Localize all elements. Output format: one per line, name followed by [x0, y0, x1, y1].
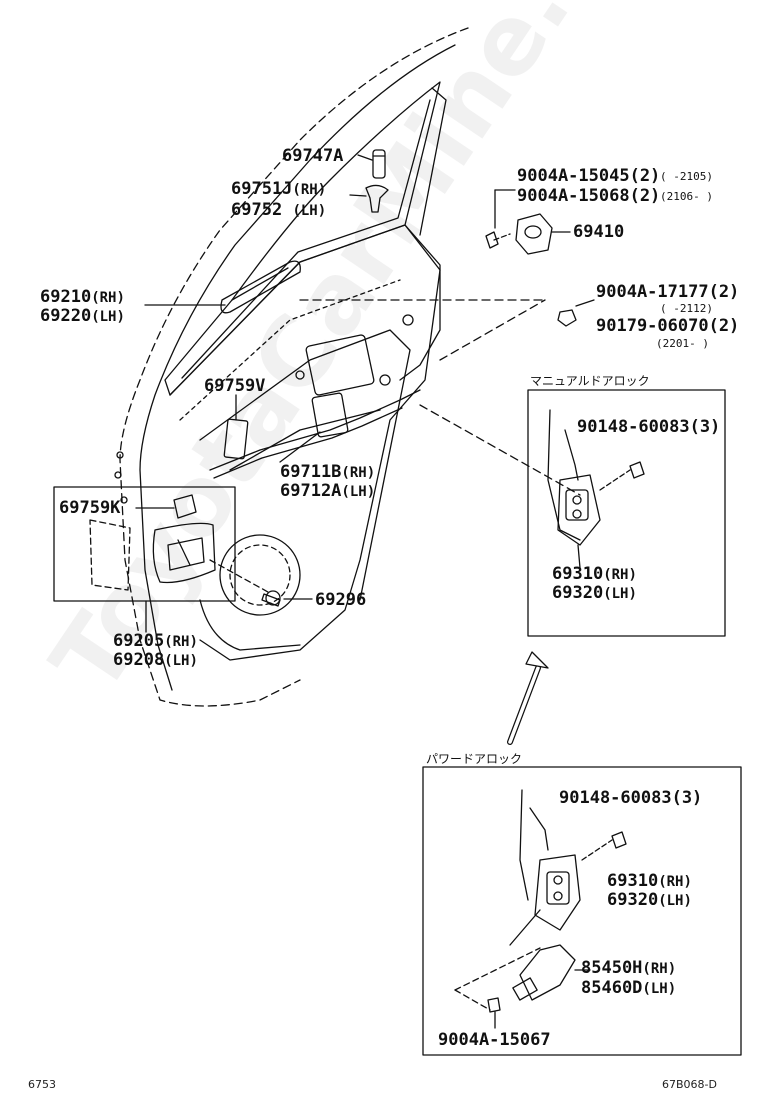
label-69747A: 69747A — [282, 146, 344, 166]
footer-diagram-code: 67B068-D — [662, 1078, 717, 1091]
label-69759K: 69759K — [59, 498, 121, 518]
inside-handle-box — [53, 486, 236, 602]
label-69310-power: 69310(RH) — [607, 871, 692, 891]
label-69712A: 69712A(LH) — [280, 481, 376, 501]
label-69752: 69752 (LH) — [231, 200, 327, 220]
striker — [515, 213, 553, 255]
caption-power-lock: パワードアロック — [426, 752, 523, 766]
label-69759V: 69759V — [204, 376, 266, 396]
label-69296: 69296 — [315, 590, 367, 610]
door-lock-actuator — [519, 944, 576, 1001]
range-2201: (2201- ) — [656, 337, 709, 350]
label-69310-manual: 69310(RH) — [552, 564, 637, 584]
label-90148-60083-power: 90148-60083(3) — [559, 788, 703, 808]
label-9004A-15045: 9004A-15045(2) — [517, 166, 661, 186]
label-69208: 69208(LH) — [113, 650, 198, 670]
inside-handle — [152, 522, 216, 584]
range-2112: ( -2112) — [660, 302, 713, 315]
door-frame-inner — [139, 44, 456, 691]
caption-manual-lock: マニュアルドアロック — [530, 374, 650, 388]
range-2105: ( -2105) — [660, 170, 713, 183]
footer-page-number: 6753 — [28, 1078, 56, 1091]
label-69711B: 69711B(RH) — [280, 462, 376, 482]
label-69751J: 69751J(RH) — [231, 179, 327, 199]
power-lock-box — [422, 766, 742, 1056]
power-lock-assembly — [534, 854, 581, 931]
label-69210: 69210(RH) — [40, 287, 125, 307]
label-90148-60083-manual: 90148-60083(3) — [577, 417, 721, 437]
door-frame-outline — [119, 27, 469, 707]
label-9004A-15067: 9004A-15067 — [438, 1030, 551, 1050]
label-90179-06070: 90179-06070(2) — [596, 316, 740, 336]
manual-lock-assembly — [557, 474, 601, 546]
label-69410: 69410 — [573, 222, 625, 242]
label-69205: 69205(RH) — [113, 631, 198, 651]
label-85460D: 85460D(LH) — [581, 978, 677, 998]
label-69320-manual: 69320(LH) — [552, 583, 637, 603]
range-2106: (2106- ) — [660, 190, 713, 203]
label-69320-power: 69320(LH) — [607, 890, 692, 910]
label-9004A-17177: 9004A-17177(2) — [596, 282, 740, 302]
label-69220: 69220(LH) — [40, 306, 125, 326]
lock-cable — [209, 389, 421, 471]
label-9004A-15068: 9004A-15068(2) — [517, 186, 661, 206]
label-85450H: 85450H(RH) — [581, 958, 677, 978]
manual-lock-box — [527, 389, 726, 637]
window-frame — [164, 81, 441, 396]
door-panel — [169, 224, 441, 661]
outside-handle — [220, 260, 301, 314]
